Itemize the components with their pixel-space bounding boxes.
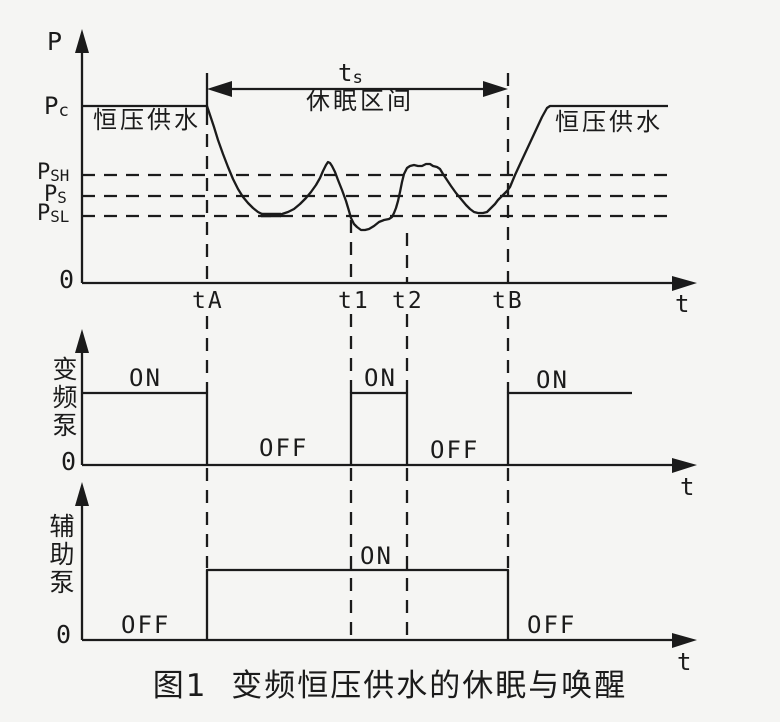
aux-pump-axis-label: 辅助泵 [46,513,75,597]
vfd-y-axis-arrow-icon [75,329,89,353]
pc-level-label: Pc [44,92,69,122]
tick-t1-label: t1 [338,288,370,314]
vfd-t-label: t [680,473,695,501]
vfd-off1-label: OFF [259,434,309,462]
aux-t-label: t [677,648,692,676]
aux-on-label: ON [360,542,393,570]
vfd-pulse-2 [349,391,409,465]
pressure-x-axis-arrow-icon [672,276,697,291]
constant-supply-left-label: 恒压供水 [93,106,201,134]
vfd-off2-label: OFF [430,436,480,464]
aux-pulse [205,568,510,640]
vfd-on2-label: ON [364,364,397,392]
vfd-x-axis-arrow-icon [672,458,697,473]
psl-level-label: PSL [37,201,70,226]
ts-left-arrow-icon [207,81,232,97]
ts-label: ts [338,59,363,89]
pressure-axis-title: P [47,27,63,56]
figure-caption: 图1 变频恒压供水的休眠与唤醒 [152,668,628,704]
constant-supply-right-label: 恒压供水 [555,108,663,136]
pressure-t-label: t [675,290,690,318]
vfd-origin-label: 0 [61,447,77,476]
sleep-interval-label: 休眠区间 [306,87,414,115]
tick-t2-label: t2 [392,288,424,314]
aux-y-axis-arrow-icon [75,482,89,506]
vfd-pump-axis-label: 变频泵 [49,356,78,440]
pressure-origin-label: 0 [59,265,75,294]
aux-x-axis-arrow-icon [672,633,697,648]
ts-right-arrow-icon [483,81,508,97]
vfd-pulse-1 [82,391,209,465]
vfd-on1-label: ON [129,364,162,392]
aux-origin-label: 0 [56,620,72,649]
pressure-y-axis-arrow-icon [75,29,89,53]
psh-level-label: PSH [37,160,70,185]
tick-tb-label: tB [492,288,524,314]
vfd-on3-label: ON [536,366,569,394]
ps-level-label: PS [44,182,67,207]
aux-off2-label: OFF [527,611,577,639]
tick-ta-label: tA [192,288,224,314]
vfd-pulse-3 [506,391,632,465]
aux-off1-label: OFF [121,611,171,639]
